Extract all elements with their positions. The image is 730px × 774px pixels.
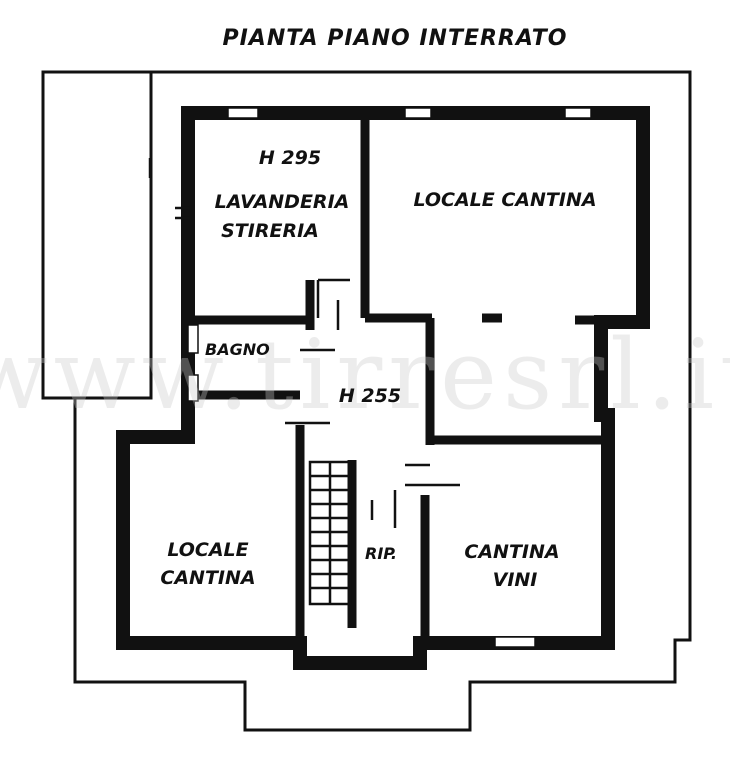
- ripostiglio-label: RIP.: [365, 544, 397, 563]
- cantina-left-label: LOCALE: [167, 539, 248, 561]
- lavanderia-label: LAVANDERIA: [215, 191, 350, 213]
- corridor-height-label: H 255: [339, 385, 401, 407]
- cantina-vini-label: CANTINA: [464, 541, 559, 563]
- interior-walls: [192, 118, 643, 643]
- cantina-vini-label-2: VINI: [493, 569, 538, 591]
- staircase: [308, 460, 352, 606]
- cantina-left-label-2: CANTINA: [160, 567, 255, 589]
- outer-perimeter: [73, 70, 692, 732]
- door-marks: [148, 158, 460, 528]
- cantina-top-label: LOCALE CANTINA: [413, 189, 596, 211]
- bagno-label: BAGNO: [205, 340, 270, 359]
- stireria-label: STIRERIA: [221, 220, 319, 242]
- watermark: www.tirresrl.it: [0, 319, 730, 431]
- window-marks: [187, 107, 592, 648]
- plan-title: PIANTA PIANO INTERRATO: [223, 26, 568, 51]
- lavanderia-height-label: H 295: [259, 147, 321, 169]
